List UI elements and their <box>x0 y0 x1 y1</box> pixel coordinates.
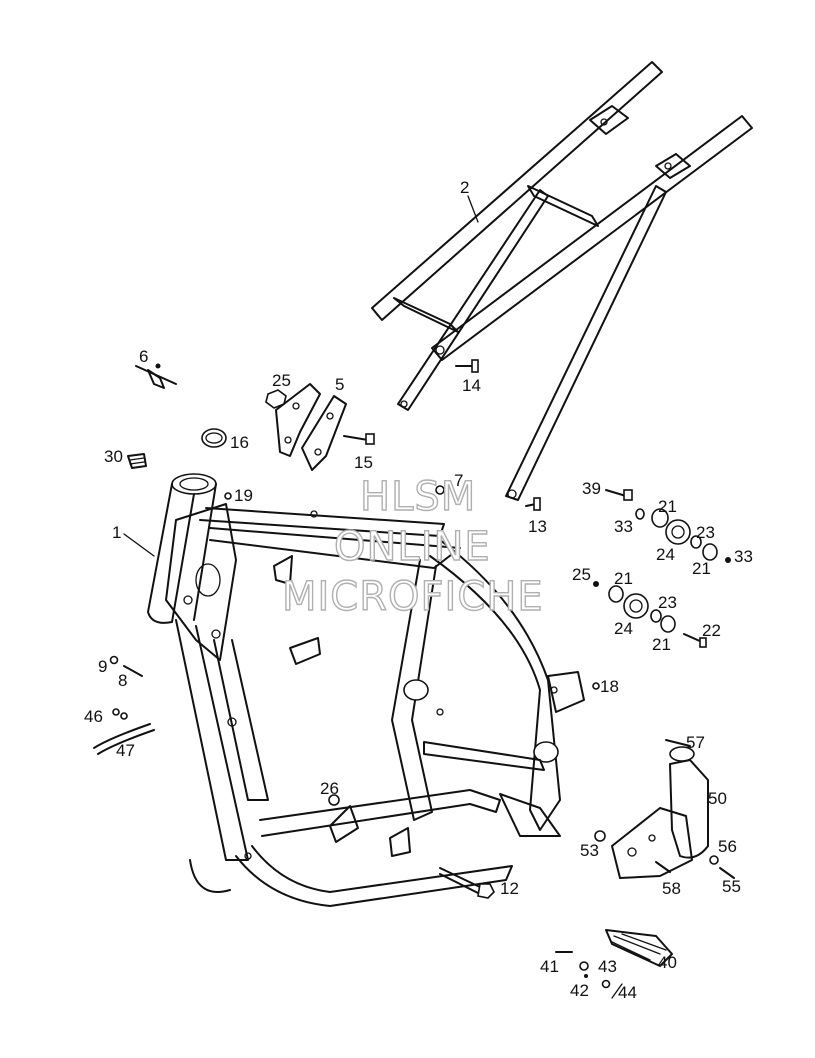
callout-21b: 21 <box>692 559 711 578</box>
callout-55: 55 <box>722 877 741 896</box>
callout-14: 14 <box>462 376 481 395</box>
callout-39: 39 <box>582 479 601 498</box>
callout-30: 30 <box>104 447 123 466</box>
rear-subframe <box>371 61 753 501</box>
callout-22: 22 <box>702 621 721 640</box>
callout-7: 7 <box>454 471 463 490</box>
callout-26: 26 <box>320 779 339 798</box>
small-parts <box>93 359 735 989</box>
callout-53: 53 <box>580 841 599 860</box>
callout-40: 40 <box>658 953 677 972</box>
callout-12: 12 <box>500 879 519 898</box>
callout-21: 21 <box>658 497 677 516</box>
callout-50: 50 <box>708 789 727 808</box>
callout-33: 33 <box>614 517 633 536</box>
callout-47: 47 <box>116 741 135 760</box>
callout-15: 15 <box>354 453 373 472</box>
callout-13: 13 <box>528 517 547 536</box>
watermark-line-2: ONLINE <box>334 524 491 570</box>
callout-24: 24 <box>656 545 675 564</box>
main-frame <box>147 473 585 907</box>
callout-5: 5 <box>335 375 344 394</box>
callout-21d: 21 <box>652 635 671 654</box>
callout-42: 42 <box>570 981 589 1000</box>
callout-43: 43 <box>598 957 617 976</box>
callout-18: 18 <box>600 677 619 696</box>
callout-56: 56 <box>718 837 737 856</box>
callout-19: 19 <box>234 486 253 505</box>
callout-21c: 21 <box>614 569 633 588</box>
callout-57: 57 <box>686 733 705 752</box>
callout-25: 25 <box>272 371 291 390</box>
watermark-line-1: HLSM <box>360 474 476 520</box>
callout-23b: 23 <box>658 593 677 612</box>
callout-labels: 2 14 13 6 25 5 16 15 30 19 7 1 39 21 33 … <box>84 178 753 1002</box>
watermark-line-3: MICROFICHE <box>282 574 544 620</box>
callout-8: 8 <box>118 671 127 690</box>
callout-58: 58 <box>662 879 681 898</box>
callout-1: 1 <box>112 523 121 542</box>
callout-9: 9 <box>98 657 107 676</box>
callout-41: 41 <box>540 957 559 976</box>
callout-23: 23 <box>696 523 715 542</box>
callout-24b: 24 <box>614 619 633 638</box>
callout-6: 6 <box>139 347 148 366</box>
callout-25b: 25 <box>572 565 591 584</box>
callout-16: 16 <box>230 433 249 452</box>
callout-2: 2 <box>460 178 469 197</box>
watermark: HLSM ONLINE MICROFICHE <box>281 473 544 620</box>
callout-33b: 33 <box>734 547 753 566</box>
callout-46: 46 <box>84 707 103 726</box>
callout-44: 44 <box>618 983 637 1002</box>
